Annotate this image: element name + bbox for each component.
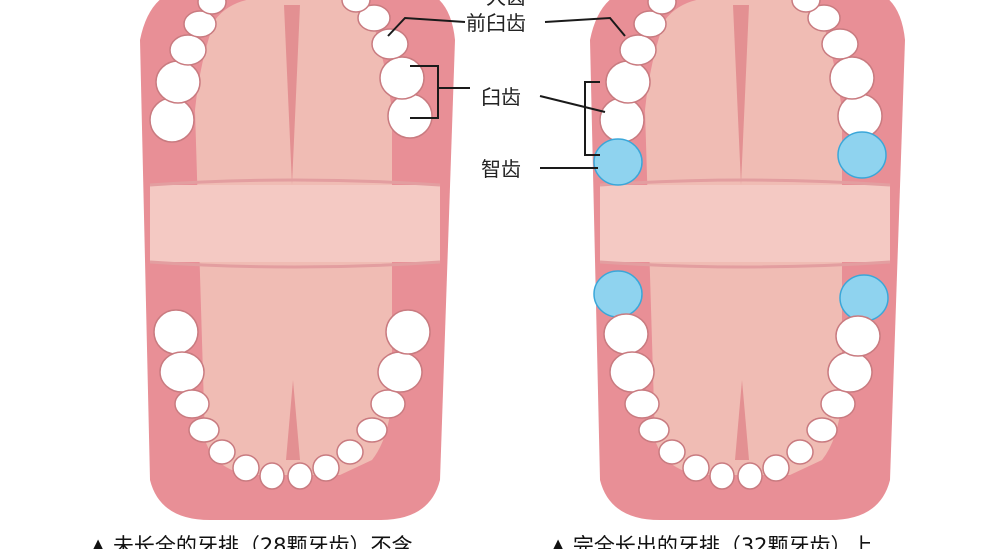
tooth bbox=[341, 0, 371, 13]
tooth bbox=[312, 454, 340, 482]
premolar-leader-left bbox=[387, 16, 466, 37]
tooth bbox=[609, 351, 655, 393]
tooth bbox=[605, 60, 651, 104]
tooth bbox=[155, 60, 201, 104]
tooth bbox=[829, 56, 875, 100]
left-cheek-edge-top bbox=[149, 178, 441, 187]
tooth bbox=[370, 389, 406, 419]
left-lower-teeth bbox=[153, 309, 431, 490]
left-cheek-edge-bottom bbox=[149, 260, 441, 269]
tooth bbox=[821, 28, 859, 60]
tooth bbox=[791, 0, 821, 13]
tooth bbox=[259, 462, 285, 490]
right-cheek-band bbox=[600, 185, 890, 262]
tooth bbox=[786, 439, 814, 465]
tooth bbox=[682, 454, 710, 482]
wisdom-tooth bbox=[593, 138, 643, 186]
right-cheek-edge-top bbox=[599, 178, 891, 187]
label-molar: 臼齿 bbox=[481, 85, 521, 109]
tooth bbox=[377, 351, 423, 393]
tooth bbox=[633, 10, 667, 38]
tooth bbox=[599, 97, 645, 143]
leader-lines bbox=[387, 16, 626, 169]
tooth bbox=[208, 439, 236, 465]
tooth bbox=[232, 454, 260, 482]
right-palate-raphe-top bbox=[733, 5, 749, 185]
left-upper-teeth bbox=[149, 0, 433, 143]
wisdom-tooth bbox=[593, 270, 643, 318]
tooth bbox=[153, 309, 199, 355]
right-lower-teeth bbox=[603, 313, 881, 490]
right-mouth bbox=[590, 0, 905, 520]
tooth bbox=[820, 389, 856, 419]
tooth bbox=[827, 351, 873, 393]
right-cheek-edge-bottom bbox=[599, 260, 891, 269]
left-mouth bbox=[140, 0, 455, 520]
captions: ▲ 未长全的牙排（28颗牙齿）不含 ▲ 完全长出的牙排（32颗牙齿）上 bbox=[90, 534, 873, 549]
tooth bbox=[183, 10, 217, 38]
molar-leader-right bbox=[539, 95, 606, 113]
tooth bbox=[371, 28, 409, 60]
tooth bbox=[737, 462, 763, 490]
tooth bbox=[806, 417, 838, 443]
tooth bbox=[385, 309, 431, 355]
wisdom-tooth bbox=[837, 131, 887, 179]
tooth bbox=[762, 454, 790, 482]
left-palate-raphe-bottom bbox=[286, 380, 300, 460]
tooth bbox=[658, 439, 686, 465]
tooth bbox=[835, 315, 881, 357]
label-wisdom: 智齿 bbox=[481, 157, 521, 181]
labels: 犬齿 前臼齿 臼齿 智齿 bbox=[466, 0, 526, 181]
molar-bracket-left bbox=[410, 65, 439, 119]
tooth bbox=[169, 34, 207, 66]
tooth bbox=[624, 389, 660, 419]
right-wisdom-teeth bbox=[593, 131, 889, 322]
tooth bbox=[356, 417, 388, 443]
tooth bbox=[159, 351, 205, 393]
tooth bbox=[619, 34, 657, 66]
right-upper-teeth bbox=[599, 0, 883, 143]
tooth bbox=[638, 417, 670, 443]
tooth bbox=[287, 462, 313, 490]
left-cheek-band bbox=[150, 185, 440, 262]
caption-left: ▲ 未长全的牙排（28颗牙齿）不含 bbox=[90, 534, 413, 549]
molar-bracket-right bbox=[584, 81, 600, 156]
right-palate-raphe-bottom bbox=[735, 380, 749, 460]
premolar-leader-right bbox=[544, 16, 626, 37]
tooth bbox=[336, 439, 364, 465]
tooth bbox=[807, 4, 841, 32]
label-canine-cutoff: 犬齿 bbox=[486, 0, 526, 9]
tooth bbox=[603, 313, 649, 355]
label-premolar: 前臼齿 bbox=[466, 11, 526, 35]
tooth bbox=[357, 4, 391, 32]
tooth bbox=[379, 56, 425, 100]
tooth bbox=[197, 0, 227, 15]
left-palate-raphe-top bbox=[284, 5, 300, 185]
tooth bbox=[709, 462, 735, 490]
tooth bbox=[647, 0, 677, 15]
wisdom-tooth bbox=[839, 274, 889, 322]
tooth bbox=[188, 417, 220, 443]
tooth bbox=[387, 93, 433, 139]
caption-right: ▲ 完全长出的牙排（32颗牙齿）上 bbox=[550, 534, 873, 549]
tooth bbox=[149, 97, 195, 143]
tooth bbox=[174, 389, 210, 419]
